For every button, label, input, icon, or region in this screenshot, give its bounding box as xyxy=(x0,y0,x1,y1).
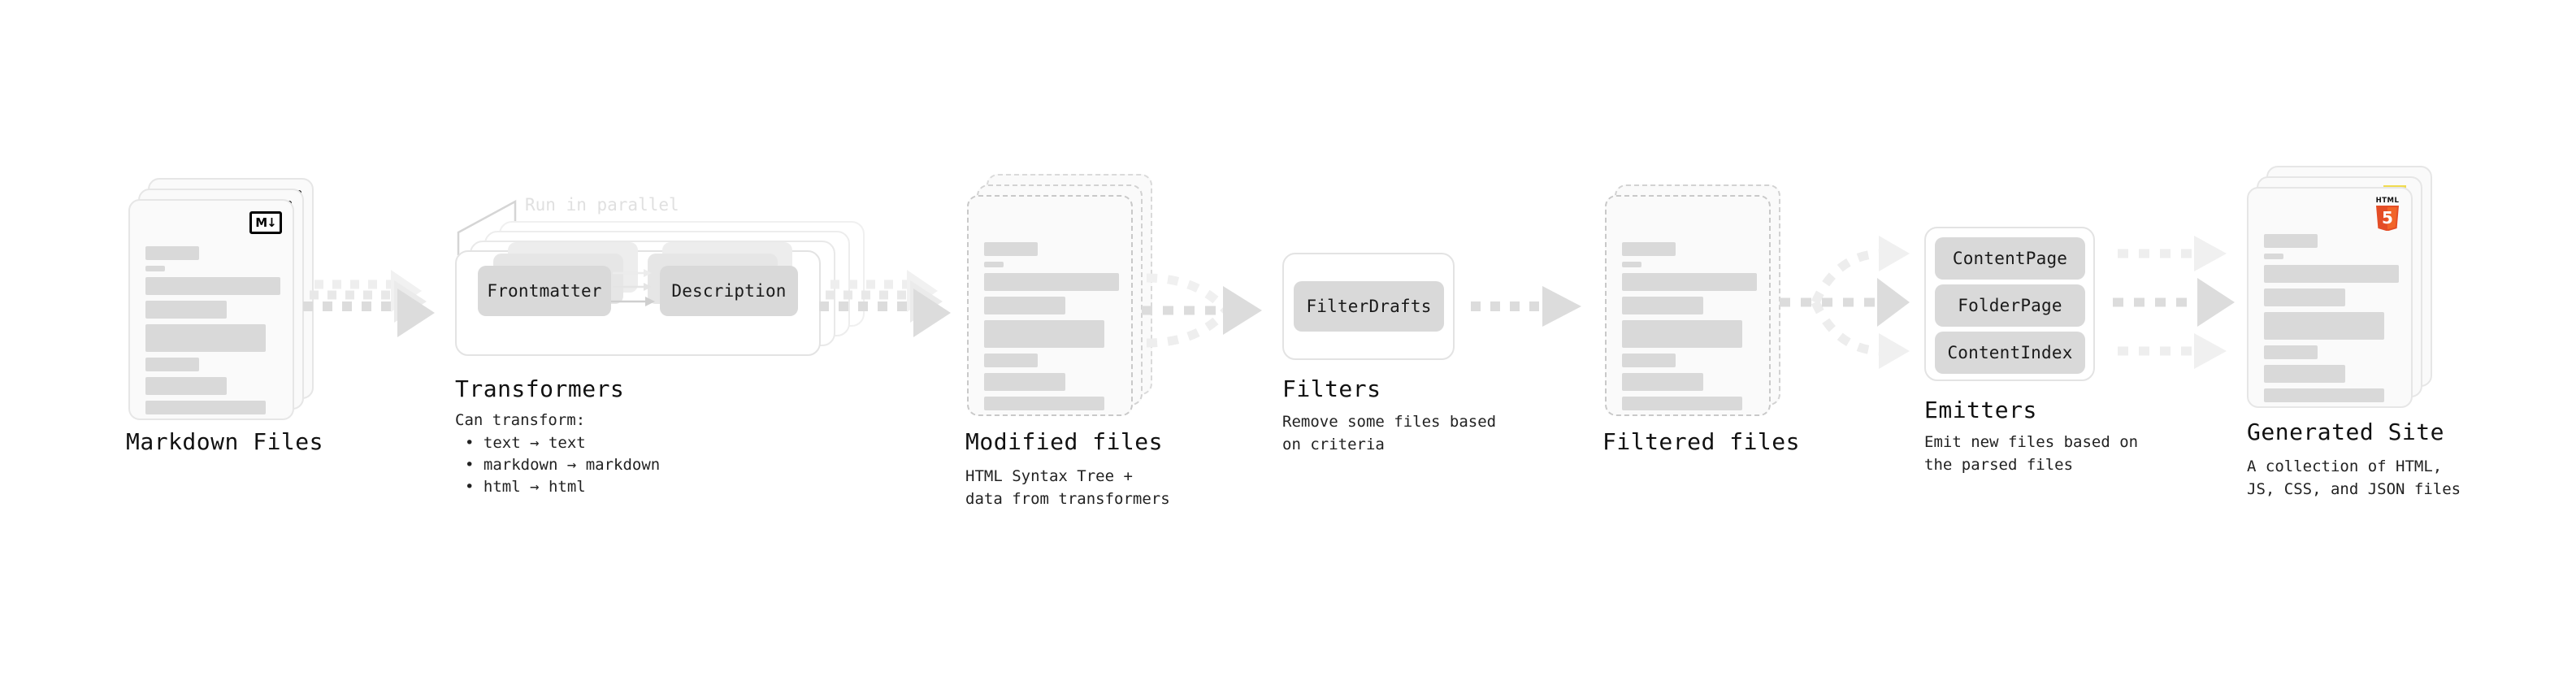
placeholder-line xyxy=(145,377,227,395)
placeholder-line xyxy=(984,397,1104,410)
arrow-modified-to-filters-merge xyxy=(1142,273,1262,348)
placeholder-line xyxy=(145,324,266,352)
filter-chip-filterdrafts[interactable]: FilterDrafts xyxy=(1294,281,1444,332)
placeholder-line xyxy=(1622,320,1742,348)
file-content-placeholder xyxy=(1622,218,1757,416)
modified-files-title: Modified files xyxy=(965,428,1164,455)
run-in-parallel-label: Run in parallel xyxy=(525,195,679,215)
transformers-subtitle: Can transform: xyxy=(455,411,586,429)
placeholder-line xyxy=(2264,265,2399,283)
emitter-chip-contentindex[interactable]: ContentIndex xyxy=(1935,332,2085,374)
placeholder-line xyxy=(1622,262,1641,267)
placeholder-line xyxy=(145,401,266,414)
transformers-title: Transformers xyxy=(455,375,625,402)
transformers-bullet-2: • html → html xyxy=(465,478,586,496)
emitter-chip-label: ContentPage xyxy=(1952,249,2068,268)
markdown-file-card-front: M↓ xyxy=(128,199,294,420)
placeholder-line xyxy=(145,358,199,371)
placeholder-line xyxy=(1622,242,1676,256)
transformer-chip-description[interactable]: Description xyxy=(660,266,798,316)
chip-connector-arrows xyxy=(611,269,655,306)
emitter-chip-folderpage[interactable]: FolderPage xyxy=(1935,284,2085,327)
placeholder-line xyxy=(145,266,165,271)
file-content-placeholder xyxy=(984,218,1119,416)
placeholder-line xyxy=(984,262,1004,267)
placeholder-line xyxy=(2264,365,2345,383)
placeholder-line xyxy=(984,373,1065,391)
generated-site-subtitle: A collection of HTML, JS, CSS, and JSON … xyxy=(2247,458,2461,498)
svg-text:5: 5 xyxy=(2382,208,2393,228)
emitters-subtitle: Emit new files based on the parsed files xyxy=(1924,433,2139,474)
file-content-placeholder xyxy=(2264,210,2399,408)
svg-text:HTML: HTML xyxy=(2376,197,2400,205)
placeholder-line xyxy=(145,277,280,295)
placeholder-line xyxy=(1622,297,1703,314)
placeholder-line xyxy=(145,246,199,260)
placeholder-line xyxy=(984,297,1065,314)
transformers-bullet-1: • markdown → markdown xyxy=(465,456,661,474)
filtered-file-card-front xyxy=(1605,195,1771,416)
transformer-chip-label: Description xyxy=(671,281,787,301)
placeholder-line xyxy=(1622,373,1703,391)
transformer-chip-label: Frontmatter xyxy=(487,281,602,301)
emitter-chip-label: FolderPage xyxy=(1958,296,2062,315)
emitters-title: Emitters xyxy=(1924,397,2037,423)
placeholder-line xyxy=(2264,234,2318,248)
transformer-chip-frontmatter[interactable]: Frontmatter xyxy=(478,266,611,316)
file-content-placeholder xyxy=(145,222,280,420)
arrow-filters-to-filtered xyxy=(1471,286,1581,327)
run-in-parallel-bracket xyxy=(457,199,517,255)
markdown-icon: M↓ xyxy=(249,211,282,234)
arrow-markdown-to-transformers xyxy=(303,270,435,337)
modified-file-card-front xyxy=(967,195,1133,416)
arrow-transformers-to-modified xyxy=(819,270,951,337)
placeholder-line xyxy=(1622,397,1742,410)
placeholder-line xyxy=(2264,345,2318,359)
generated-file-card-front: HTML 5 xyxy=(2247,187,2413,408)
filter-chip-label: FilterDrafts xyxy=(1306,297,1432,316)
placeholder-line xyxy=(2264,312,2384,340)
filtered-files-title: Filtered files xyxy=(1602,428,1801,455)
emitter-chip-contentpage[interactable]: ContentPage xyxy=(1935,237,2085,280)
placeholder-line xyxy=(145,301,227,319)
placeholder-line xyxy=(1622,273,1757,291)
filters-title: Filters xyxy=(1282,375,1381,402)
placeholder-line xyxy=(984,354,1038,367)
filters-subtitle: Remove some files based on criteria xyxy=(1282,413,1497,453)
placeholder-line xyxy=(984,320,1104,348)
html5-logo-icon: HTML 5 xyxy=(2374,195,2401,232)
generated-site-title: Generated Site xyxy=(2247,419,2445,445)
placeholder-line xyxy=(2264,254,2283,259)
emitter-chip-label: ContentIndex xyxy=(1947,343,2073,362)
placeholder-line xyxy=(2264,288,2345,306)
modified-files-subtitle: HTML Syntax Tree + data from transformer… xyxy=(965,467,1170,508)
markdown-files-title: Markdown Files xyxy=(126,428,324,455)
arrow-filtered-to-emitters-branch xyxy=(1780,236,1910,369)
placeholder-line xyxy=(1622,354,1676,367)
placeholder-line xyxy=(984,273,1119,291)
arrow-emitters-to-site xyxy=(2113,236,2235,369)
transformers-bullet-0: • text → text xyxy=(465,434,586,452)
placeholder-line xyxy=(2264,388,2384,402)
placeholder-line xyxy=(984,242,1038,256)
